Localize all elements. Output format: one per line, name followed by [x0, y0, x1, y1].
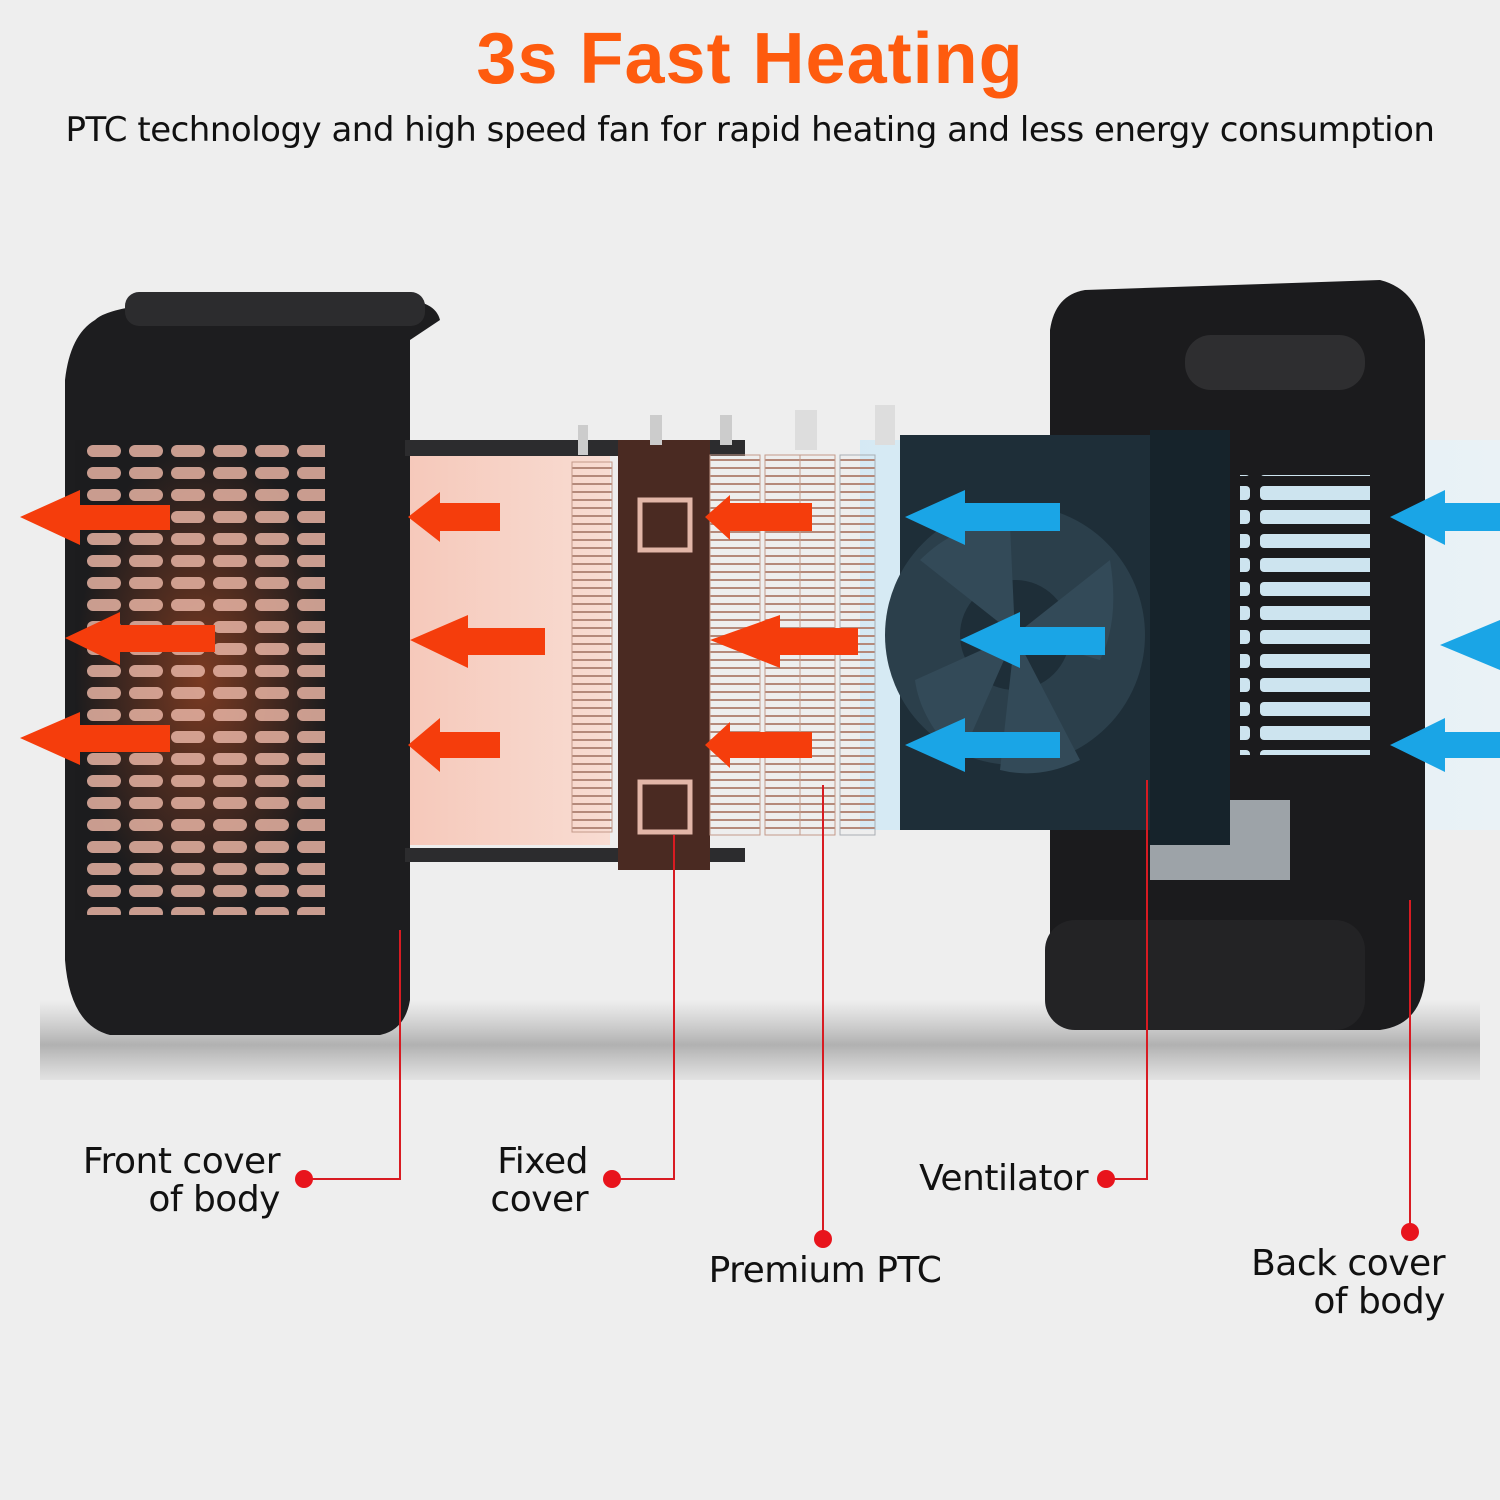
- callout-line-front-h: [304, 1178, 401, 1180]
- callout-line-fixed: [673, 835, 675, 1180]
- front-cover-body: [65, 292, 440, 1035]
- page-title: 3s Fast Heating: [476, 19, 1024, 99]
- page-subtitle: PTC technology and high speed fan for ra…: [65, 110, 1435, 150]
- cool-airflow-arrows: [905, 490, 1500, 772]
- callout-dot-fan: [1097, 1170, 1115, 1188]
- label-fixed-cover: Fixed cover: [490, 1141, 588, 1220]
- label-premium-ptc: Premium PTC: [708, 1250, 942, 1291]
- label-ventilator: Ventilator: [919, 1158, 1088, 1199]
- callout-line-back: [1409, 900, 1411, 1230]
- callout-line-fan-h: [1106, 1178, 1148, 1180]
- callout-line-front: [399, 930, 401, 1180]
- exploded-heater-illustration: [20, 280, 1500, 1080]
- callout-dot-ptc: [814, 1230, 832, 1248]
- callout-line-ptc: [822, 785, 824, 1235]
- callout-dot-front: [295, 1170, 313, 1188]
- label-back-cover: Back cover of body: [1251, 1243, 1445, 1322]
- callout-line-fan: [1146, 780, 1148, 1180]
- callout-line-fixed-h: [612, 1178, 675, 1180]
- label-front-cover: Front cover of body: [82, 1141, 281, 1220]
- callout-dot-back: [1401, 1223, 1419, 1241]
- callout-dot-fixed: [603, 1170, 621, 1188]
- hot-airflow-arrows: [20, 490, 858, 772]
